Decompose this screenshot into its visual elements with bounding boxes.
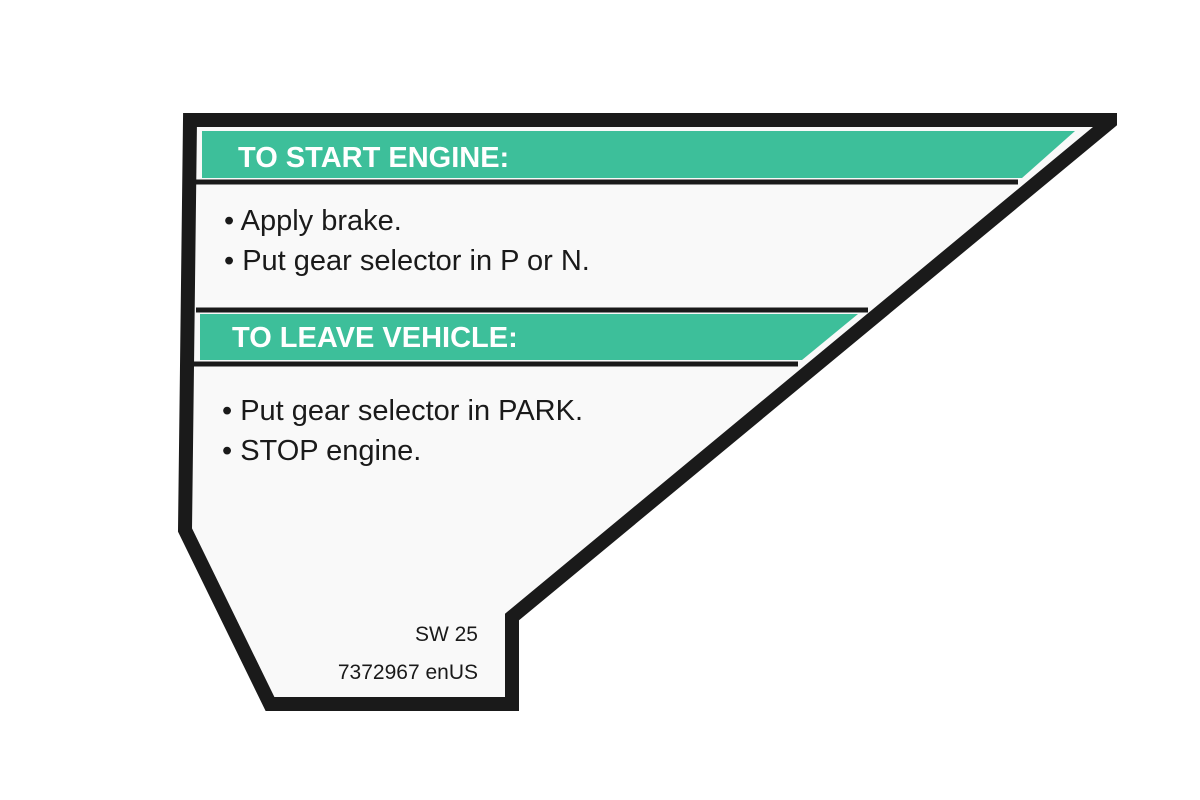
leave-vehicle-heading: TO LEAVE VEHICLE: [232, 322, 518, 354]
start-engine-item-1: • Apply brake. [224, 205, 402, 237]
part-number: 7372967 enUS [338, 661, 478, 684]
leave-vehicle-item-1: • Put gear selector in PARK. [222, 395, 583, 427]
leave-vehicle-item-2: • STOP engine. [222, 435, 421, 467]
leave-vehicle-header-band [200, 314, 858, 360]
label-code: SW 25 [415, 623, 478, 646]
start-engine-heading: TO START ENGINE: [238, 142, 509, 174]
start-engine-item-2: • Put gear selector in P or N. [224, 245, 590, 277]
label-outline [177, 113, 1117, 711]
start-engine-header-band [202, 131, 1075, 178]
